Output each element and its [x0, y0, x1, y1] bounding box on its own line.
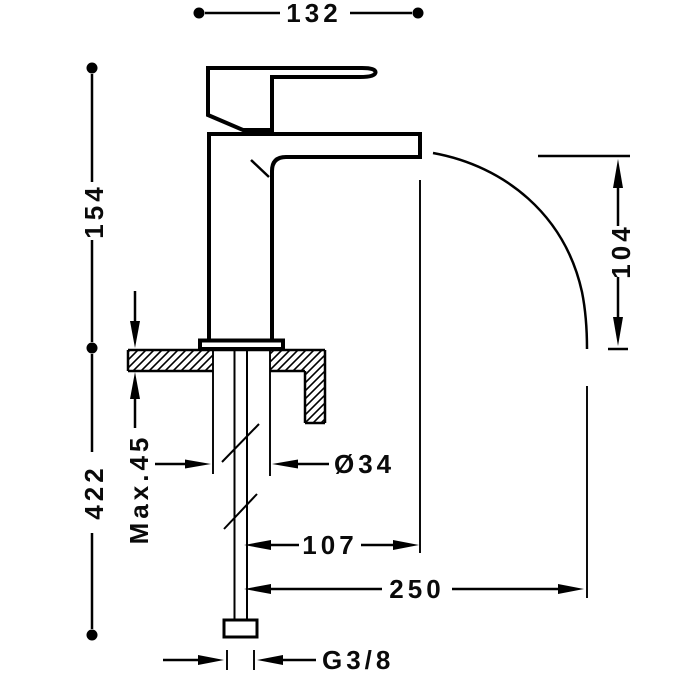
- dim-label-g38: G3/8: [322, 645, 394, 675]
- water-stream-curve: [432, 151, 589, 350]
- dimension-body-diameter: Ø34: [155, 350, 395, 479]
- left-arrowhead: [244, 540, 271, 550]
- dim-label-107: 107: [302, 530, 357, 560]
- counter-hatch-front-edge: [305, 371, 325, 423]
- counter-hatch-right: [270, 350, 325, 371]
- faucet-body-spout: [207, 132, 422, 343]
- dim-dot: [412, 7, 424, 19]
- right-arrowhead: [198, 655, 224, 665]
- dim-dot: [86, 629, 98, 641]
- pipe-break-mark-upper: [221, 423, 260, 463]
- down-arrowhead: [613, 317, 623, 346]
- down-arrowhead: [130, 321, 140, 348]
- right-arrowhead: [185, 459, 211, 469]
- pipe-break-mark-lower: [223, 493, 258, 530]
- dimension-supply-thread: G3/8: [163, 645, 394, 675]
- right-arrowhead: [393, 540, 419, 550]
- dim-dot: [193, 7, 205, 19]
- supply-connector-fitting: [222, 618, 259, 639]
- faucet-handle-lever: [206, 66, 378, 132]
- countertop-section: [126, 348, 327, 425]
- left-arrowhead: [257, 655, 283, 665]
- dim-dot: [86, 342, 98, 354]
- dimension-overall-width: 132: [193, 0, 424, 28]
- mounting-flange: [198, 338, 285, 351]
- dim-label-132: 132: [286, 0, 341, 28]
- supply-pipes: [221, 349, 260, 639]
- dim-label-250: 250: [389, 574, 444, 604]
- dim-label-dia34: Ø34: [334, 449, 395, 479]
- up-arrowhead: [130, 372, 140, 399]
- dimension-outlet-height: 104: [538, 154, 636, 351]
- left-arrowhead: [244, 584, 271, 594]
- counter-hatch-left: [128, 350, 213, 371]
- dimension-spout-reach: 107: [244, 180, 421, 560]
- dim-label-104: 104: [606, 223, 636, 278]
- dim-label-max45: Max.45: [124, 434, 154, 545]
- dim-label-422: 422: [79, 464, 109, 519]
- dimension-counter-thickness: Max.45: [124, 291, 154, 544]
- dimension-faucet-height: 154: [79, 62, 109, 354]
- spout-underside-detail-line: [250, 159, 270, 178]
- left-arrowhead: [272, 459, 298, 469]
- faucet: [198, 66, 422, 351]
- dimension-stream-reach: 250: [244, 386, 588, 604]
- dim-dot: [86, 62, 98, 74]
- dim-label-154: 154: [79, 183, 109, 238]
- right-arrowhead: [558, 584, 584, 594]
- up-arrowhead: [613, 159, 623, 188]
- dimension-total-height: 422: [79, 354, 109, 641]
